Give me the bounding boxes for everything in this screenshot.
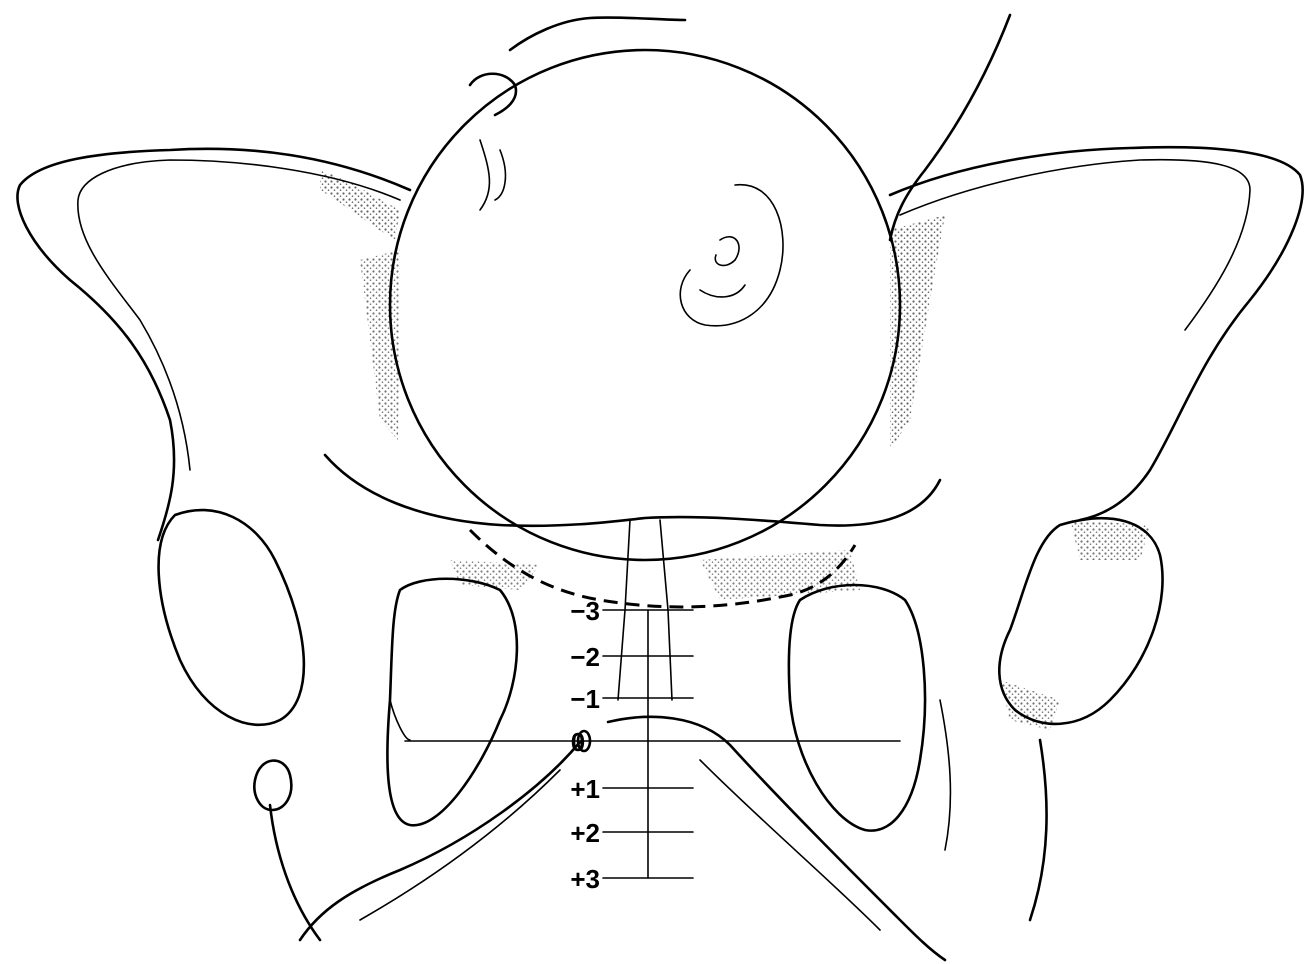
station-label-zero: 0 <box>571 727 585 757</box>
pubic-arch <box>300 717 945 960</box>
left-ilium <box>17 149 410 540</box>
station-label-plus-1: +1 <box>570 774 600 804</box>
sacrum <box>325 455 940 700</box>
station-label-minus-1: −1 <box>570 684 600 714</box>
station-label-plus-3: +3 <box>570 864 600 894</box>
station-label-plus-2: +2 <box>570 818 600 848</box>
station-label-minus-3: −3 <box>570 596 600 626</box>
fetal-head <box>390 17 900 560</box>
station-label-minus-2: −2 <box>570 642 600 672</box>
right-ilium <box>890 15 1303 520</box>
